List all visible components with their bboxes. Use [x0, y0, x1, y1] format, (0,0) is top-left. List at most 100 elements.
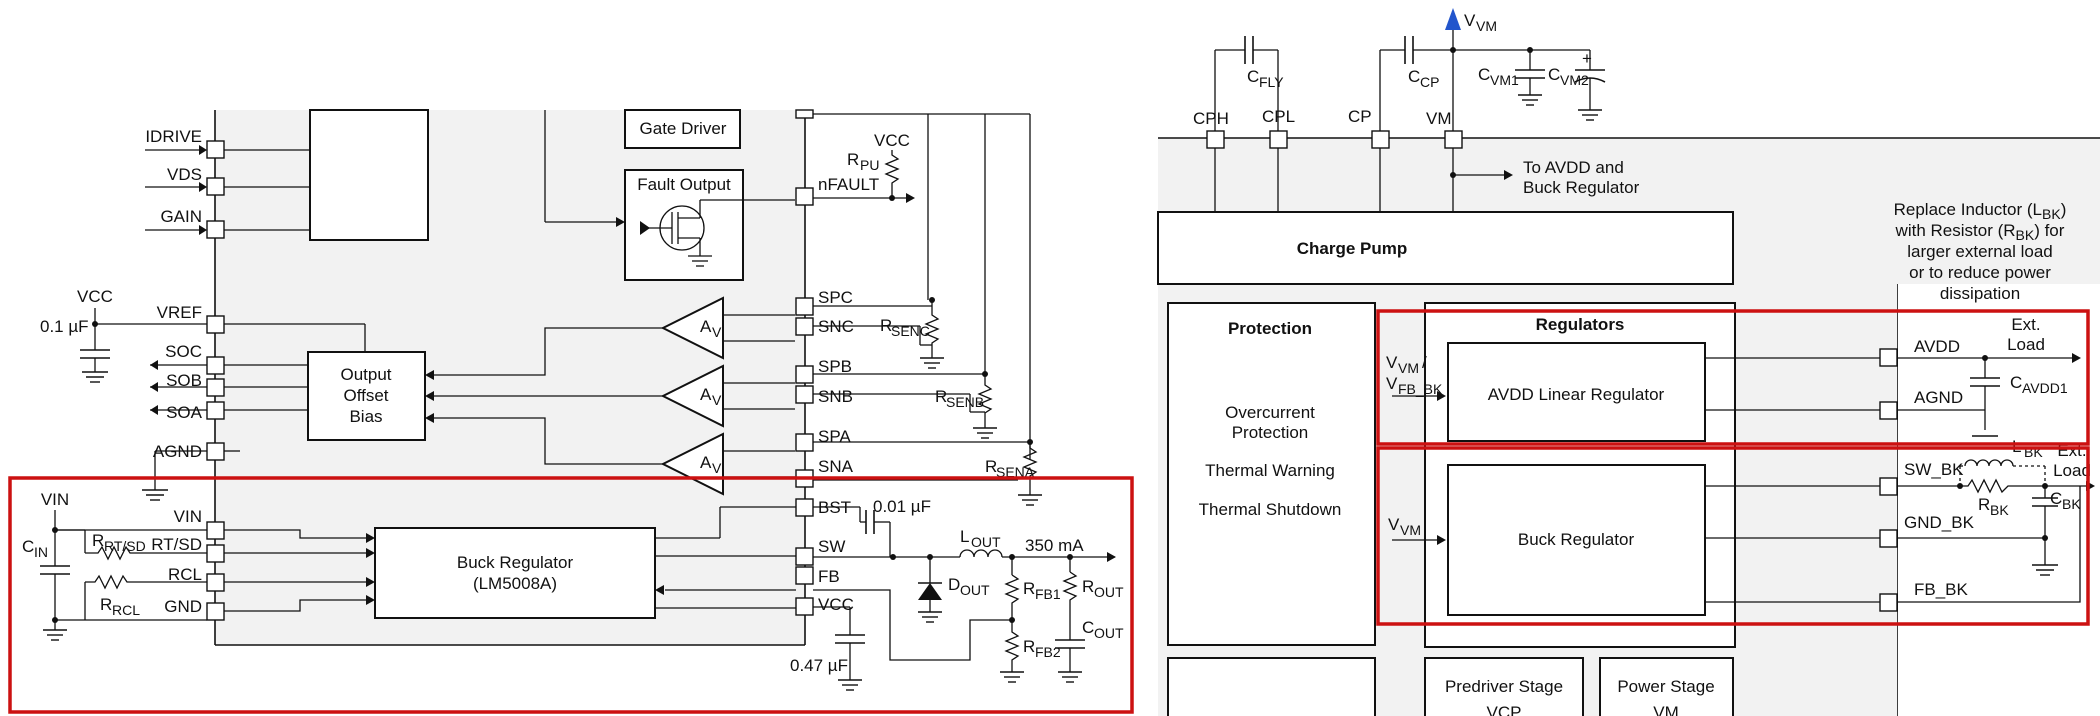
rrcl-label: R [100, 595, 112, 614]
charge-pump-block [1157, 211, 1734, 285]
buck-regulator-lm5008a-line1: Buck Regulator [457, 553, 574, 572]
cap-vref-label: 0.1 µF [40, 317, 89, 336]
cbk-sub: BK [2062, 496, 2081, 512]
cap-vcc-label: 0.47 µF [790, 656, 848, 675]
pin-soc: SOC [165, 342, 202, 361]
gate-driver-label: Gate Driver [640, 119, 727, 138]
vvm-label: V [1464, 11, 1476, 30]
ext-load-1-line2: Load [2007, 335, 2045, 354]
ext-load-2-line2: Load [2053, 461, 2091, 480]
pin-avdd: AVDD [1914, 337, 1960, 356]
rsena-label: R [985, 457, 997, 476]
pin-cph: CPH [1193, 109, 1229, 128]
pin-vref: VREF [157, 303, 202, 322]
power-stage-label: Power Stage [1617, 677, 1714, 696]
output-offset-bias-line3: Bias [349, 407, 382, 426]
rpu-label: R [847, 150, 859, 169]
cvm2-sub: VM2 [1560, 72, 1589, 88]
to-avdd-note-line2: Buck Regulator [1523, 178, 1640, 197]
buck-regulator-lm5008a-block [374, 527, 656, 619]
rrcl-resistor [85, 574, 207, 590]
rfb1-sub: FB1 [1035, 586, 1061, 602]
note-part-5: BK [2016, 227, 2035, 243]
vcc-top-label: VCC [874, 131, 910, 150]
lout-inductor [959, 549, 1003, 558]
rfb1-label: R [1023, 579, 1035, 598]
note-part-2: BK [2042, 206, 2061, 222]
protection-item-2: Protection [1232, 423, 1309, 442]
pin-sob: SOB [166, 371, 202, 390]
buck-regulator-block [1447, 464, 1706, 616]
pin-nfault: nFAULT [818, 175, 879, 194]
rbk-resistor [1960, 478, 2045, 494]
cavdd1-label: C [2010, 373, 2022, 392]
amplifier-b [660, 364, 724, 428]
cvm2-label: C [1548, 65, 1560, 84]
pin-spc: SPC [818, 288, 853, 307]
rfb2-label: R [1023, 637, 1035, 656]
rout-resistor [1062, 571, 1078, 612]
pin-sw: SW [818, 537, 845, 556]
fault-output-block [624, 169, 744, 281]
pin-agnd-right: AGND [1914, 388, 1963, 407]
note-part-8: or to reduce power [1909, 263, 2051, 282]
amp-c-sub: V [712, 324, 722, 340]
avdd-linear-regulator-block [1447, 342, 1706, 442]
replace-inductor-note: Replace Inductor (LBK) with Resistor (RB… [1894, 200, 2067, 303]
protection-item-4: Thermal Shutdown [1199, 500, 1342, 519]
protection-item-3: Thermal Warning [1205, 461, 1335, 480]
predriver-stage-block [1424, 657, 1584, 716]
cout-sub: OUT [1094, 625, 1124, 641]
avdd-highlight-box [1376, 309, 2090, 446]
pin-idrive: IDRIVE [145, 127, 202, 146]
amp-c-label: A [700, 317, 712, 336]
cvm2-plus: + [1582, 49, 1592, 68]
pin-vin: VIN [174, 507, 202, 526]
vvm-marker [1445, 8, 1461, 30]
pin-sw-bk: SW_BK [1904, 460, 1964, 479]
rfb1-resistor [1004, 574, 1020, 620]
lout-label: L [960, 527, 969, 546]
rfb2-sub: FB2 [1035, 644, 1061, 660]
predriver-vcp-label: VCP [1487, 703, 1522, 716]
rsena-resistor [1022, 442, 1038, 480]
pin-rcl: RCL [168, 565, 202, 584]
avdd-input-v2: V [1386, 374, 1398, 393]
note-part-7: larger external load [1907, 242, 2053, 261]
rrtsd-resistor [85, 545, 207, 561]
right-schematic: C FLY C CP V VM C VM1 + C VM2 [1157, 8, 2100, 716]
gate-driver-block [624, 109, 741, 149]
rsenc-resistor [924, 300, 940, 345]
vcc-left-label: VCC [77, 287, 113, 306]
pin-vds: VDS [167, 165, 202, 184]
cvm1-label: C [1478, 65, 1490, 84]
cbk-label: C [2050, 489, 2062, 508]
lout-sub: OUT [971, 534, 1001, 550]
output-offset-bias-line1: Output [340, 365, 391, 384]
charge-pump-label: Charge Pump [1297, 239, 1408, 258]
rrcl-sub: RCL [112, 602, 140, 618]
rout-label: R [1082, 577, 1094, 596]
buck-highlight-box-right [1376, 446, 2090, 626]
amp-b-label: A [700, 385, 712, 404]
avdd-input-vm: VM [1398, 360, 1419, 376]
rbk-label: R [1978, 495, 1990, 514]
output-offset-bias-line2: Offset [343, 386, 388, 405]
ext-load-1-line1: Ext. [2011, 315, 2040, 334]
rbk-sub: BK [1990, 502, 2009, 518]
predriver-stage-label: Predriver Stage [1445, 677, 1563, 696]
buck-regulator-lm5008a-line2: (LM5008A) [473, 574, 557, 593]
cfly-label: C [1247, 67, 1259, 86]
buck-input-v: V [1388, 515, 1400, 534]
rrtsd-sub: RT/SD [104, 538, 146, 554]
note-part-1: Replace Inductor (L [1894, 200, 2042, 219]
pin-rt-sd: RT/SD [151, 535, 202, 554]
left-schematic: Gate Driver Fault Output Output Offset B… [8, 109, 1134, 714]
rsenb-sub: SENB [946, 394, 984, 410]
bottom-left-block [1167, 657, 1376, 716]
cap-bst-label: 0.01 µF [873, 497, 931, 516]
dout-sub: OUT [960, 582, 990, 598]
avdd-input-slash: / [1422, 353, 1427, 372]
buck-highlight-box-left [8, 476, 1134, 714]
buck-input-vm: VM [1400, 522, 1421, 538]
